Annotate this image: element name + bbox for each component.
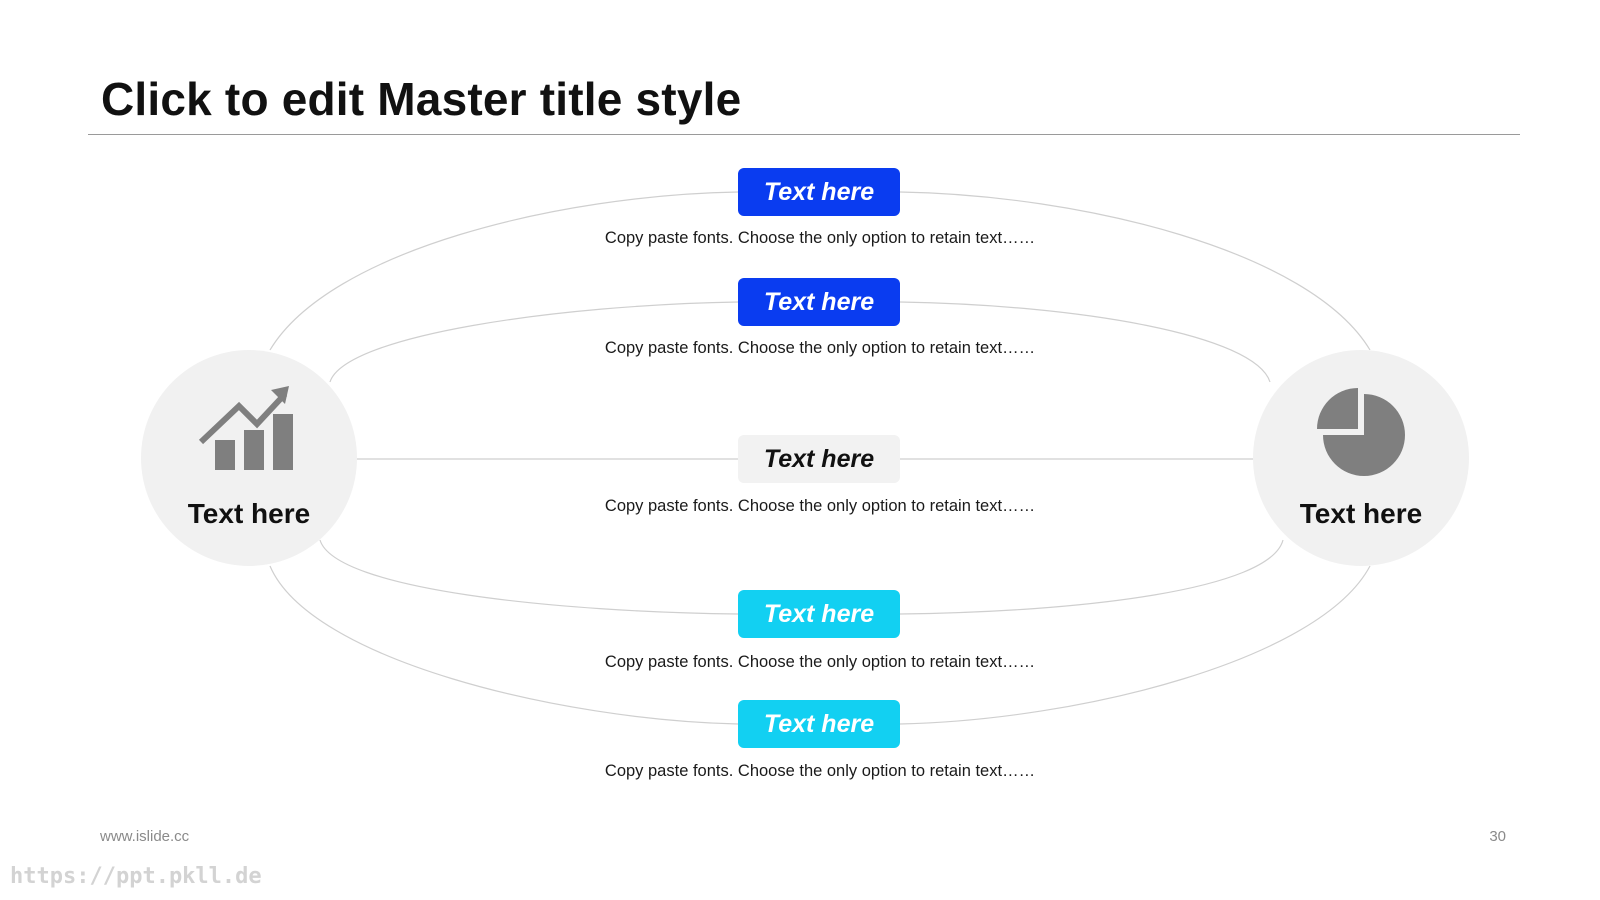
item-5-description: Copy paste fonts. Choose the only option… bbox=[604, 762, 1036, 780]
watermark-url: https://ppt.pkll.de bbox=[10, 864, 262, 889]
item-1-label[interactable]: Text here bbox=[738, 168, 900, 216]
left-node-label: Text here bbox=[187, 498, 311, 529]
connector-arc-outer-top bbox=[269, 191, 1371, 351]
right-node[interactable]: Text here bbox=[1253, 350, 1469, 566]
pie-chart-icon bbox=[1313, 384, 1409, 485]
item-4-description: Copy paste fonts. Choose the only option… bbox=[604, 653, 1036, 671]
item-1-description: Copy paste fonts. Choose the only option… bbox=[604, 229, 1036, 247]
right-node-label: Text here bbox=[1299, 498, 1423, 529]
bar-chart-growth-icon bbox=[198, 384, 299, 479]
footer-url: www.islide.cc bbox=[100, 828, 190, 845]
item-5-label[interactable]: Text here bbox=[738, 700, 900, 748]
item-3-label[interactable]: Text here bbox=[738, 435, 900, 483]
page-number: 30 bbox=[1489, 828, 1506, 845]
connector-arc-inner-top bbox=[329, 301, 1271, 383]
slide-title[interactable]: Click to edit Master title style bbox=[101, 73, 742, 125]
item-2-label[interactable]: Text here bbox=[738, 278, 900, 326]
connector-arc-outer-bottom bbox=[269, 565, 1371, 725]
item-2-description: Copy paste fonts. Choose the only option… bbox=[604, 339, 1036, 357]
connector-arc-inner-bottom bbox=[319, 539, 1284, 615]
item-4-label[interactable]: Text here bbox=[738, 590, 900, 638]
title-divider bbox=[88, 134, 1520, 135]
left-node[interactable]: Text here bbox=[141, 350, 357, 566]
item-3-description: Copy paste fonts. Choose the only option… bbox=[604, 497, 1036, 515]
